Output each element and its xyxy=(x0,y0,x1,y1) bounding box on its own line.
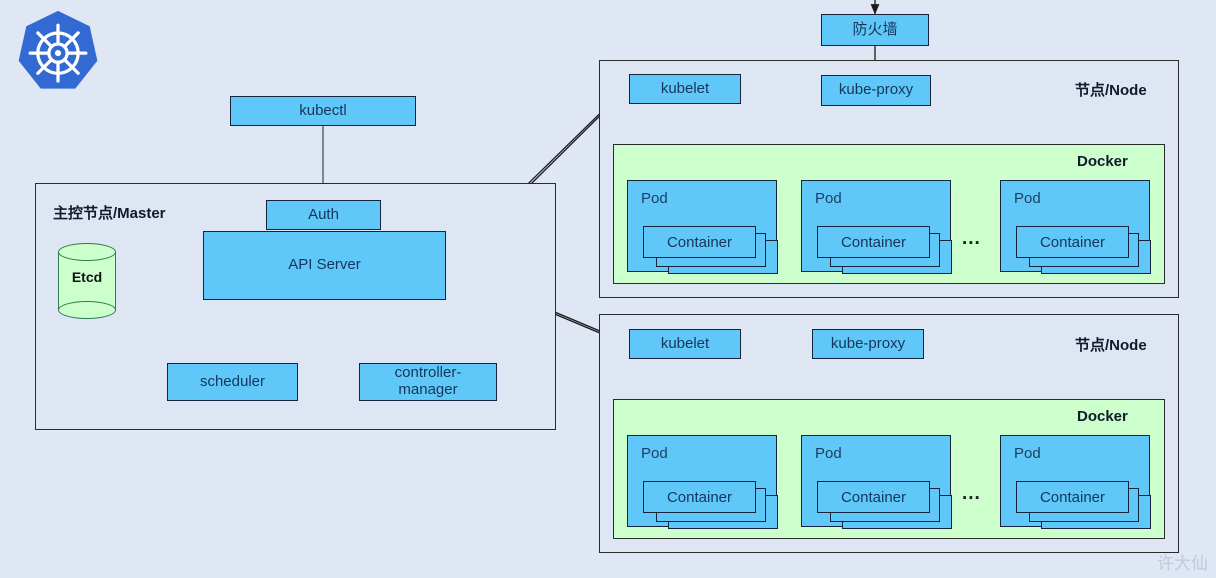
container-front-2-2[interactable]: Container xyxy=(817,481,930,513)
kube-proxy-label-1: kube-proxy xyxy=(838,81,914,99)
pod-label-1-1: Pod xyxy=(641,190,668,207)
etcd-cylinder[interactable]: Etcd xyxy=(58,243,116,319)
node-label-2: 节点/Node xyxy=(1075,337,1147,354)
kubelet-box-1[interactable]: kubelet xyxy=(629,74,741,104)
api-server-label: API Server xyxy=(288,256,361,274)
pod-label-1-3: Pod xyxy=(1014,190,1041,207)
kubectl-box[interactable]: kubectl xyxy=(230,96,416,126)
etcd-label: Etcd xyxy=(71,269,103,285)
container-front-2-3[interactable]: Container xyxy=(1016,481,1129,513)
kube-proxy-label-2: kube-proxy xyxy=(830,334,906,352)
pod-ellipsis-2: ... xyxy=(962,483,981,504)
scheduler-label: scheduler xyxy=(199,372,266,390)
scheduler-box[interactable]: scheduler xyxy=(167,363,298,401)
container-front-1-3[interactable]: Container xyxy=(1016,226,1129,258)
pod-label-1-2: Pod xyxy=(815,190,842,207)
kubelet-box-2[interactable]: kubelet xyxy=(629,329,741,359)
kubelet-label-2: kubelet xyxy=(660,334,710,352)
pod-box-2-1[interactable]: Pod Container xyxy=(627,435,778,529)
pod-box-1-3[interactable]: Pod Container xyxy=(1000,180,1151,274)
kubelet-label-1: kubelet xyxy=(660,79,710,97)
etcd-top-ellipse xyxy=(58,243,116,261)
kube-proxy-box-2[interactable]: kube-proxy xyxy=(812,329,924,359)
docker-label-1: Docker xyxy=(1077,153,1128,170)
container-stack-1-3: Container xyxy=(1016,226,1151,274)
container-stack-2-1: Container xyxy=(643,481,778,529)
pod-ellipsis-1: ... xyxy=(962,228,981,249)
firewall-label: 防火墙 xyxy=(852,20,898,38)
controller-manager-box[interactable]: controller- manager xyxy=(359,363,497,401)
container-front-2-1[interactable]: Container xyxy=(643,481,756,513)
controller-manager-label: controller- manager xyxy=(394,364,462,398)
watermark: 许大仙 xyxy=(1157,554,1208,574)
container-front-1-2[interactable]: Container xyxy=(817,226,930,258)
pod-box-2-2[interactable]: Pod Container xyxy=(801,435,952,529)
kube-proxy-box-1[interactable]: kube-proxy xyxy=(821,75,931,106)
container-stack-2-2: Container xyxy=(817,481,952,529)
container-stack-1-1: Container xyxy=(643,226,778,274)
pod-box-2-3[interactable]: Pod Container xyxy=(1000,435,1151,529)
firewall-box[interactable]: 防火墙 xyxy=(821,14,929,46)
api-server-box[interactable]: API Server xyxy=(203,231,446,300)
container-stack-1-2: Container xyxy=(817,226,952,274)
pod-label-2-3: Pod xyxy=(1014,445,1041,462)
container-stack-2-3: Container xyxy=(1016,481,1151,529)
pod-box-1-2[interactable]: Pod Container xyxy=(801,180,952,274)
pod-box-1-1[interactable]: Pod Container xyxy=(627,180,778,274)
auth-box[interactable]: Auth xyxy=(266,200,381,230)
etcd-body xyxy=(58,252,116,310)
kubectl-label: kubectl xyxy=(299,101,347,119)
container-front-1-1[interactable]: Container xyxy=(643,226,756,258)
node-label-1: 节点/Node xyxy=(1075,82,1147,99)
master-label: 主控节点/Master xyxy=(53,205,166,222)
auth-label: Auth xyxy=(308,205,339,223)
pod-label-2-2: Pod xyxy=(815,445,842,462)
etcd-bottom-ellipse xyxy=(58,301,116,319)
docker-label-2: Docker xyxy=(1077,408,1128,425)
kubernetes-logo xyxy=(10,8,106,104)
pod-label-2-1: Pod xyxy=(641,445,668,462)
